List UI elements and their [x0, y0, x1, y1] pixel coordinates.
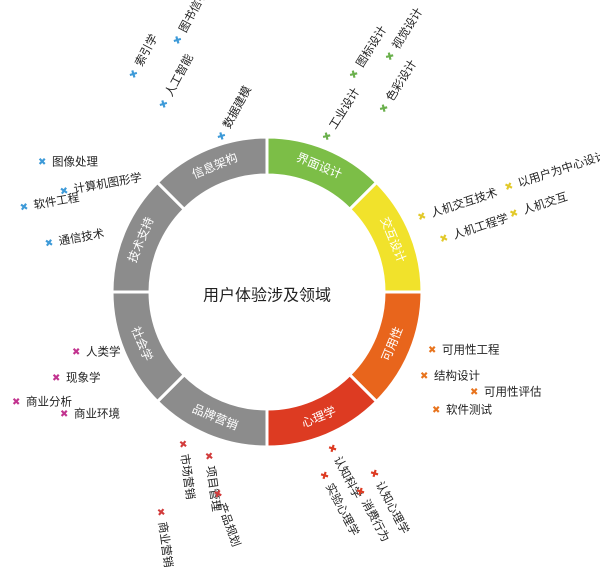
keyword-item: ✖ 商业分析	[12, 395, 72, 409]
keyword-item: ✖视觉设计	[384, 5, 426, 63]
keyword-text: 图书信学	[176, 0, 210, 35]
keyword-text: 视觉设计	[389, 5, 426, 52]
cross-marker-icon: ✖	[367, 468, 381, 481]
keyword-text: 人工智能	[162, 51, 196, 99]
keyword-text: 索引学	[132, 32, 161, 69]
keyword-item: ✖ 商业营销	[154, 507, 176, 568]
keyword-text: 项目管理	[204, 465, 224, 513]
cross-marker-icon: ✖	[317, 470, 331, 483]
cross-marker-icon: ✖	[508, 208, 519, 221]
keyword-labels: ✖工业设计✖图标设计✖视觉设计✖色彩设计✖以用户为中心设计✖人机交互技术✖人机交…	[12, 0, 600, 568]
keyword-item: ✖ 可用性工程	[428, 343, 500, 357]
keyword-text: 可用性评估	[484, 385, 542, 399]
keyword-text: 软件测试	[446, 403, 492, 417]
cross-marker-icon: ✖	[19, 202, 29, 214]
keyword-item: ✖产品规划	[210, 488, 244, 549]
keyword-item: ✖图标设计	[348, 23, 390, 81]
cross-marker-icon: ✖	[470, 387, 478, 398]
keyword-item: ✖ 软件测试	[432, 403, 492, 417]
keyword-text: 工业设计	[326, 85, 363, 132]
cross-marker-icon: ✖	[172, 34, 186, 47]
keyword-text: 可用性工程	[442, 343, 500, 357]
cross-marker-icon: ✖	[210, 488, 223, 500]
keyword-text: 人类学	[86, 345, 121, 359]
keyword-item: ✖项目管理	[202, 451, 224, 513]
keyword-item: ✖ 市场营销	[176, 439, 198, 500]
cross-marker-icon: ✖	[154, 507, 166, 517]
cross-marker-icon: ✖	[348, 68, 362, 81]
cross-marker-icon: ✖	[176, 439, 188, 449]
keyword-text: 结构设计	[434, 369, 480, 383]
cross-marker-icon: ✖	[384, 50, 398, 63]
cross-marker-icon: ✖	[52, 373, 60, 384]
keyword-item: ✖软件工程	[19, 190, 81, 214]
keyword-item: ✖ 人类学	[72, 345, 121, 359]
keyword-text: 计算机图形学	[72, 170, 142, 196]
keyword-item: ✖图书信学	[172, 0, 210, 47]
keyword-item: ✖ 商业环境	[60, 407, 120, 421]
cross-marker-icon: ✖	[438, 233, 449, 246]
keyword-item: ✖色彩设计	[378, 57, 420, 115]
keyword-item: ✖ 现象学	[52, 371, 101, 385]
keyword-text: 人机工程学	[451, 211, 510, 242]
keyword-text: 图像处理	[52, 155, 98, 169]
center-title: 用户体验涉及领域	[203, 286, 331, 305]
cross-marker-icon: ✖	[158, 98, 172, 111]
keyword-text: 人机交互	[521, 189, 569, 217]
keyword-item: ✖人工智能	[158, 51, 197, 111]
segment-7-arc	[155, 135, 269, 212]
keyword-item: ✖通信技术	[44, 226, 106, 250]
cross-marker-icon: ✖	[420, 371, 428, 382]
cross-marker-icon: ✖	[60, 409, 68, 420]
keyword-item: ✖ 图像处理	[38, 155, 98, 169]
keyword-item: ✖ 结构设计	[420, 369, 480, 383]
cross-marker-icon: ✖	[432, 405, 440, 416]
keyword-text: 现象学	[66, 371, 101, 385]
cross-marker-icon: ✖	[378, 102, 392, 115]
keyword-text: 市场营销	[178, 453, 198, 501]
cross-marker-icon: ✖	[325, 443, 339, 456]
cross-marker-icon: ✖	[321, 130, 335, 143]
keyword-text: 商业分析	[26, 395, 72, 409]
cross-marker-icon: ✖	[12, 397, 20, 408]
keyword-item: ✖以用户为中心设计	[503, 148, 600, 194]
keyword-text: 以用户为中心设计	[516, 148, 600, 190]
cross-marker-icon: ✖	[428, 345, 436, 356]
keyword-text: 人机交互技术	[429, 185, 499, 220]
cross-marker-icon: ✖	[72, 347, 80, 358]
cross-marker-icon: ✖	[202, 451, 214, 461]
keyword-item: ✖人机交互	[508, 189, 569, 221]
domain-ring	[110, 135, 424, 449]
keyword-item: ✖工业设计	[321, 85, 363, 143]
keyword-text: 商业环境	[74, 407, 120, 421]
cross-marker-icon: ✖	[128, 68, 142, 81]
keyword-text: 通信技术	[57, 226, 105, 248]
keyword-item: ✖数据建模	[216, 83, 255, 143]
keyword-text: 商业营销	[156, 521, 176, 569]
keyword-item: ✖ 可用性评估	[470, 385, 542, 399]
cross-marker-icon: ✖	[503, 181, 514, 194]
cross-marker-icon: ✖	[416, 211, 427, 224]
cross-marker-icon: ✖	[38, 157, 46, 168]
keyword-text: 色彩设计	[383, 57, 420, 104]
keyword-item: ✖人机工程学	[438, 211, 510, 246]
keyword-text: 数据建模	[220, 83, 254, 131]
cross-marker-icon: ✖	[59, 186, 69, 198]
cross-marker-icon: ✖	[44, 238, 54, 250]
keyword-item: ✖索引学	[128, 32, 161, 81]
keyword-text: 图标设计	[353, 23, 390, 70]
keyword-text: 软件工程	[32, 190, 80, 212]
keyword-text: 产品规划	[215, 501, 244, 549]
